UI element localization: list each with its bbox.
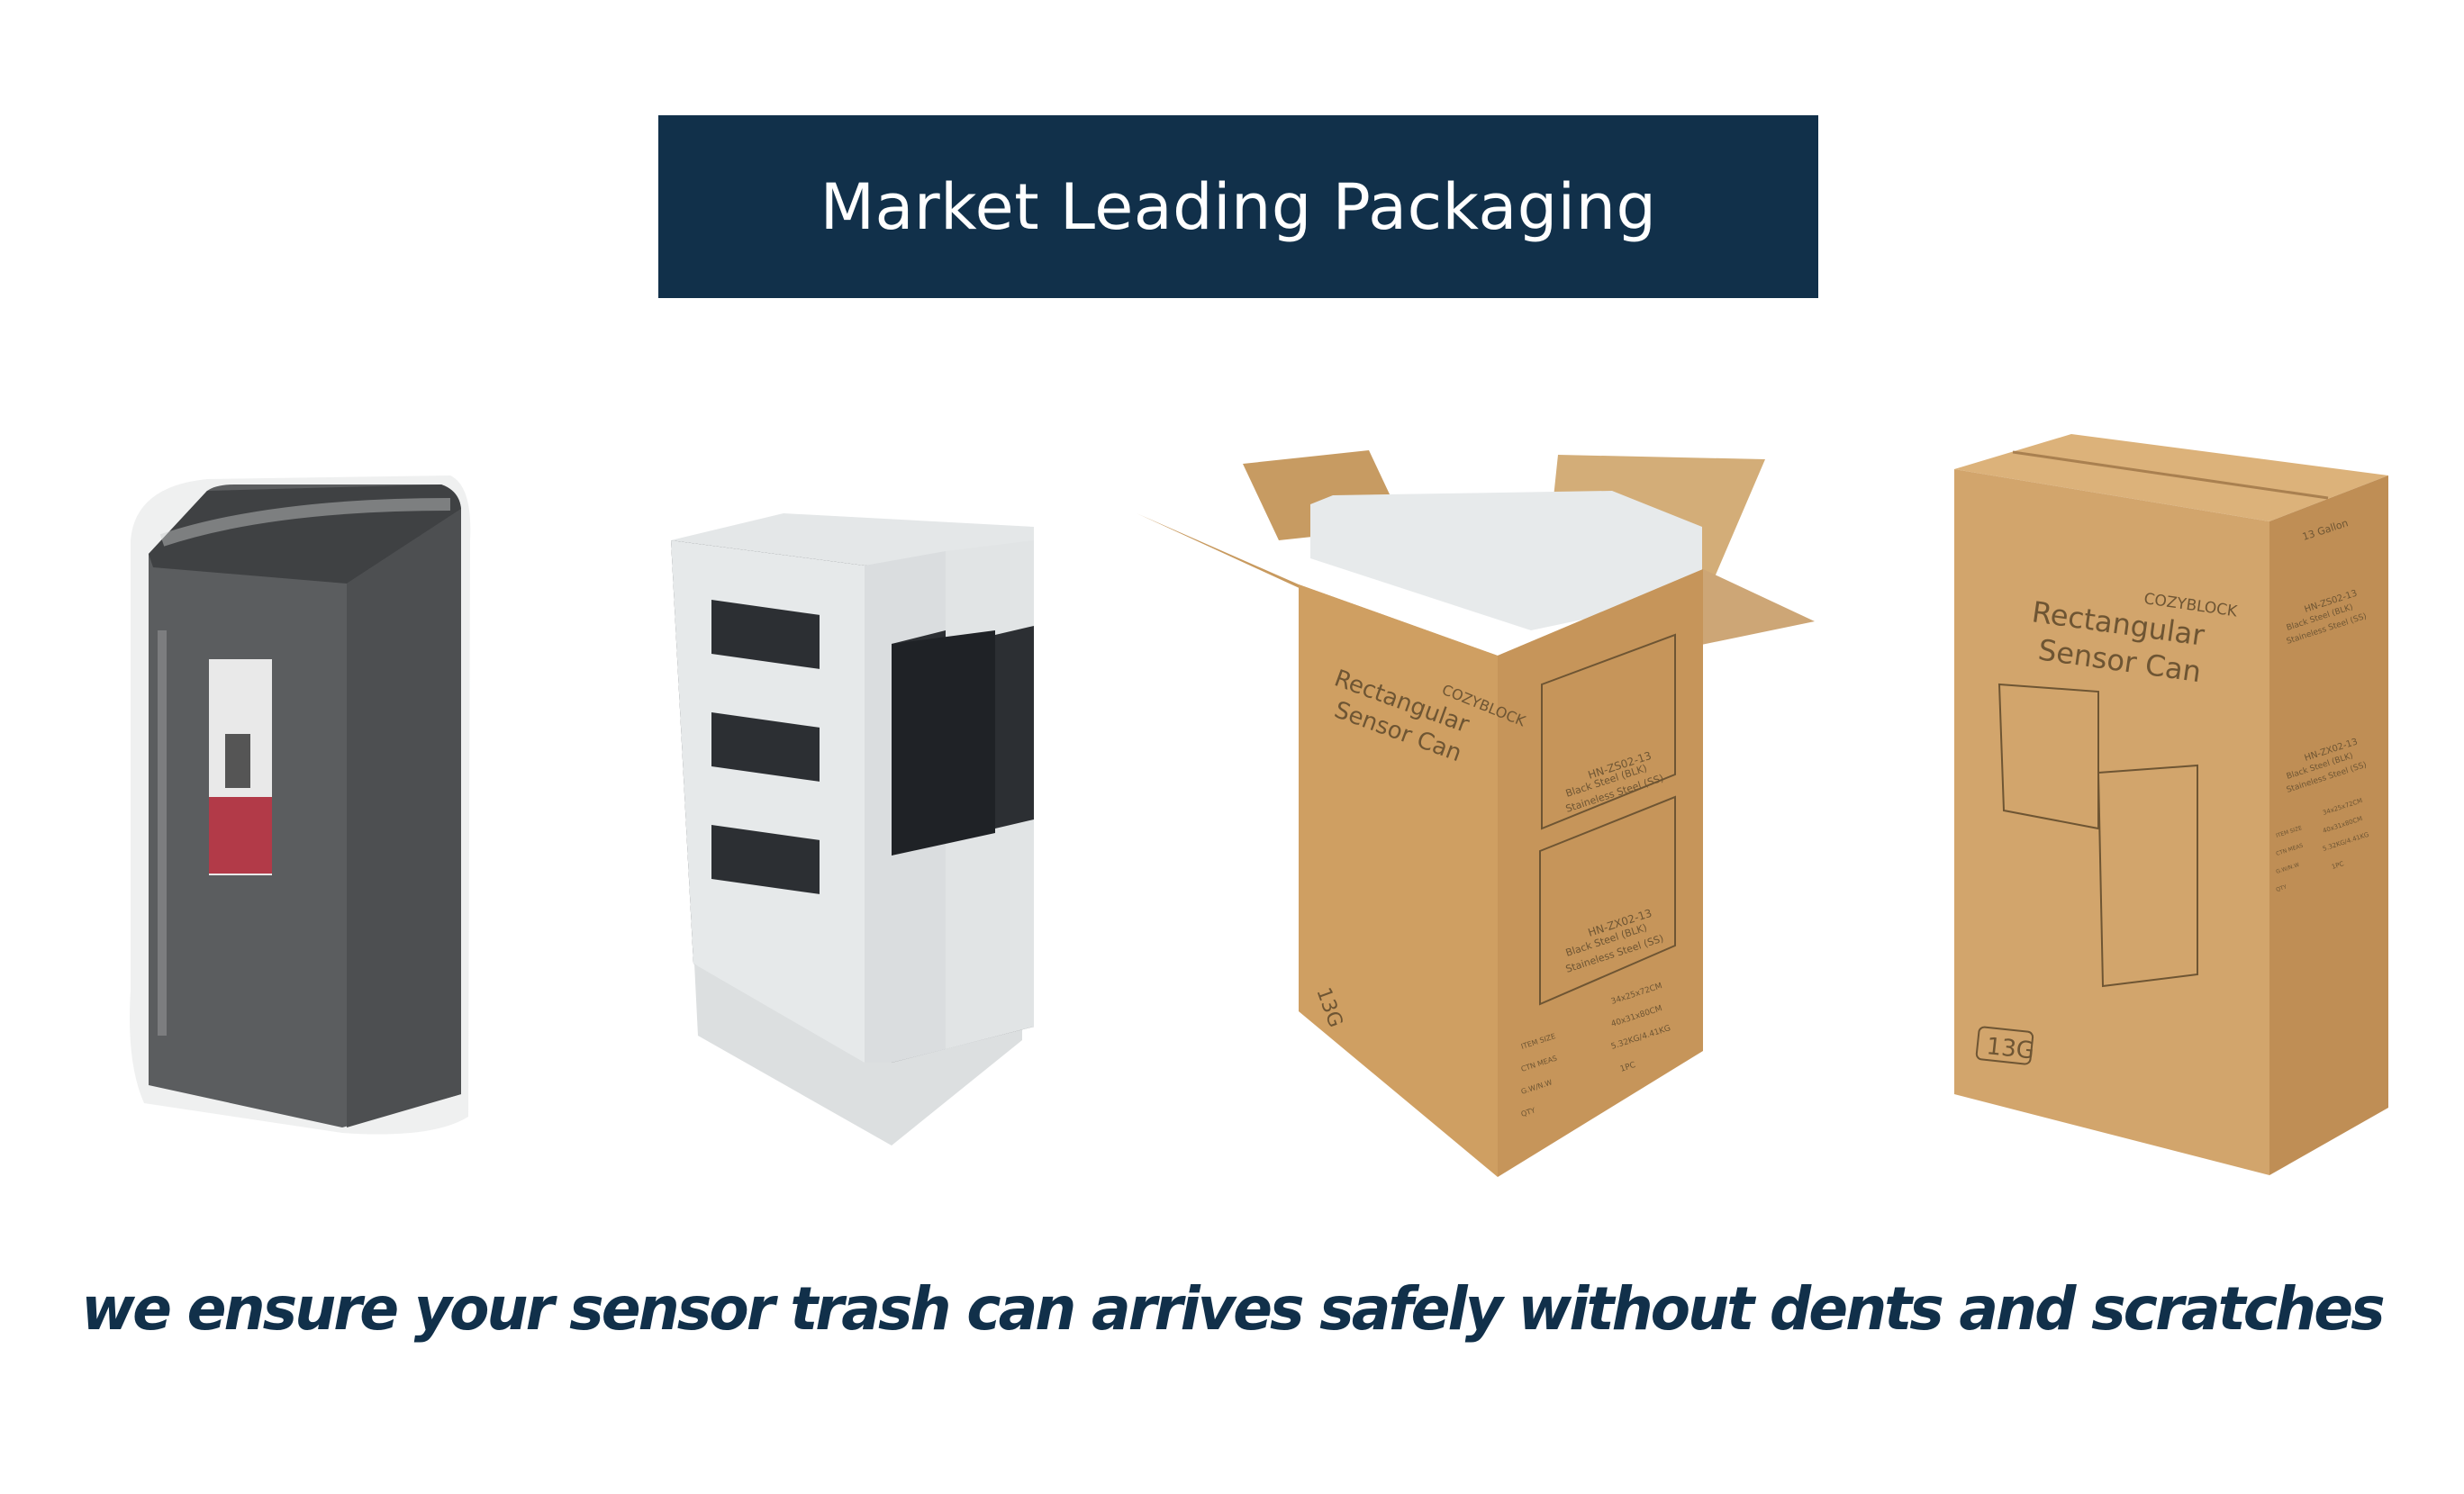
foam-packaging-image [671,513,1034,1145]
spec-value: 1PC [2331,860,2344,871]
wrapped-trash-can-image [130,475,471,1135]
closed-box-image: COZYBLOCK Rectangular Sensor Can 13G 13 … [1954,434,2388,1175]
tagline: we ensure your sensor trash can arrives … [81,1274,2385,1344]
open-box-image: COZYBLOCK Rectangular Sensor Can 13G HN-… [1137,450,1815,1177]
box-size-badge: 13G [1985,1033,2035,1064]
spec-label: QTY [2275,883,2287,892]
page-title: Market Leading Packaging [820,169,1657,244]
title-banner: Market Leading Packaging [658,115,1818,298]
